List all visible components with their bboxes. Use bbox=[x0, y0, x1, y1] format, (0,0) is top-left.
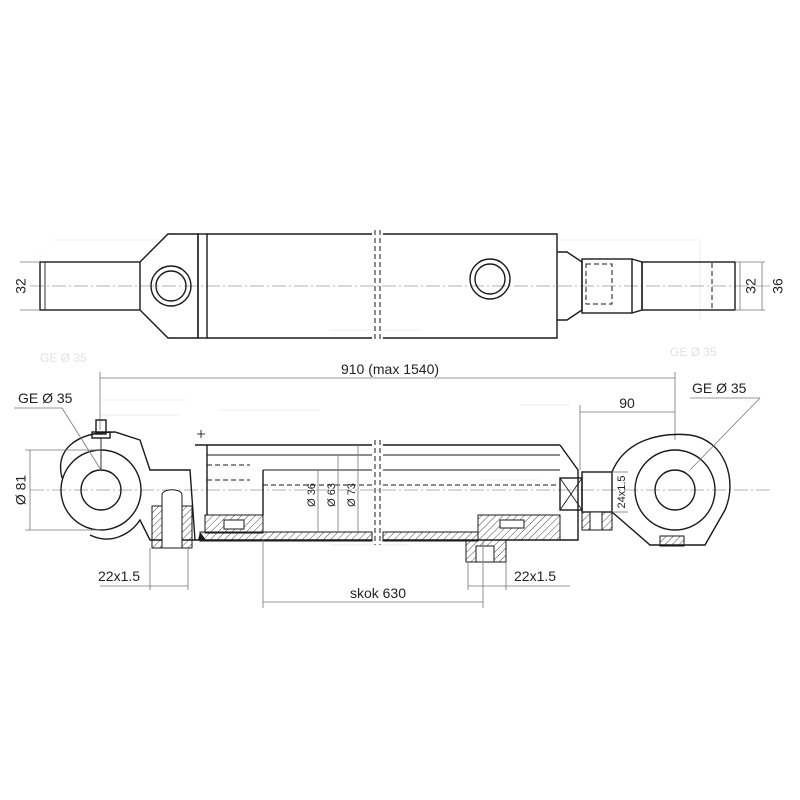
top-right-overall-dim: 36 bbox=[770, 278, 786, 294]
port-right-label: 22x1.5 bbox=[514, 568, 556, 584]
overall-length-label: 910 (max 1540) bbox=[341, 361, 439, 377]
top-view bbox=[20, 230, 770, 342]
tube-diameter-label: Ø 73 bbox=[346, 483, 358, 507]
top-left-rod-dim: 32 bbox=[13, 278, 29, 294]
right-offset-label: 90 bbox=[619, 395, 635, 411]
section-view bbox=[14, 372, 770, 608]
eye-diameter-label: Ø 81 bbox=[13, 475, 29, 506]
top-right-rod-dim: 32 bbox=[743, 278, 759, 294]
rod-diameter-label: Ø 36 bbox=[306, 483, 318, 507]
stroke-label: skok 630 bbox=[350, 585, 406, 601]
port-left-label: 22x1.5 bbox=[98, 568, 140, 584]
ghost-label-left: GE Ø 35 bbox=[40, 351, 87, 365]
piston-diameter-label: Ø 63 bbox=[326, 483, 338, 507]
grease-thread-label: 24x1.5 bbox=[616, 475, 628, 508]
joint-right-label: GE Ø 35 bbox=[692, 380, 747, 396]
ghost-label-right: GE Ø 35 bbox=[670, 345, 717, 359]
joint-left-label: GE Ø 35 bbox=[18, 390, 73, 406]
